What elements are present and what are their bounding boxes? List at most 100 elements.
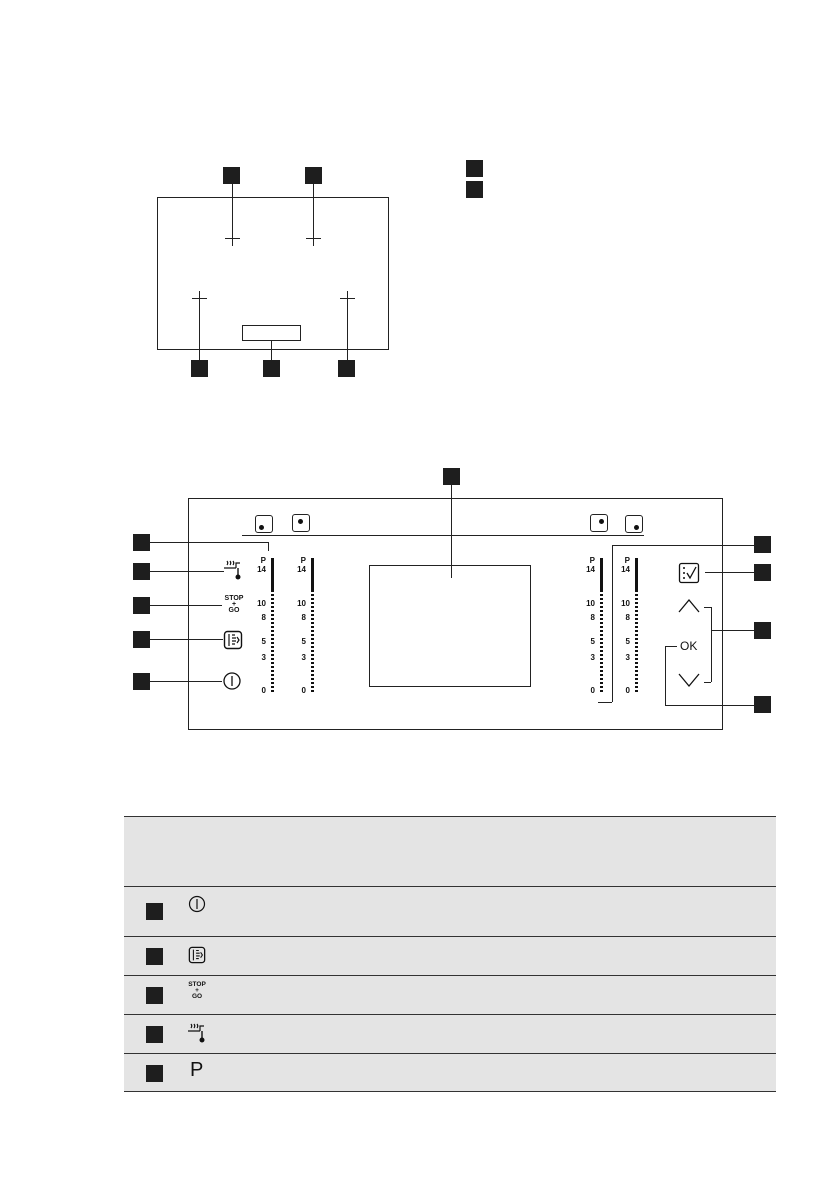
scale-bar-solid bbox=[271, 558, 274, 592]
stop-go-bottom: GO bbox=[228, 607, 240, 614]
leader-line bbox=[612, 545, 754, 546]
scale-label: 10 bbox=[586, 599, 595, 608]
scale-label: 0 bbox=[301, 686, 306, 695]
scale-label: 8 bbox=[301, 613, 306, 622]
scale-label: 10 bbox=[297, 599, 306, 608]
booster-icon[interactable] bbox=[223, 630, 243, 650]
scale-bar-dashed bbox=[635, 594, 638, 692]
legend-marker bbox=[466, 160, 483, 177]
zone-separator bbox=[242, 535, 644, 536]
stop-go-plus: + bbox=[195, 987, 199, 994]
callout-marker bbox=[754, 622, 771, 639]
scale-label: 0 bbox=[261, 686, 266, 695]
timer-check-icon[interactable] bbox=[678, 562, 700, 584]
callout-marker bbox=[754, 564, 771, 581]
keep-warm-icon[interactable] bbox=[223, 559, 245, 581]
callout-marker bbox=[133, 673, 150, 690]
ok-bracket bbox=[665, 646, 666, 705]
cooking-zone-rear-right-marker bbox=[306, 231, 321, 246]
scale-label: 8 bbox=[625, 613, 630, 622]
zone-select-front-right-button[interactable] bbox=[625, 515, 643, 533]
up-arrow-icon[interactable] bbox=[677, 598, 701, 614]
scale-label: 3 bbox=[590, 653, 595, 662]
scale-label: 5 bbox=[590, 637, 595, 646]
hob-display bbox=[242, 325, 301, 341]
scale-label: 10 bbox=[257, 599, 266, 608]
leader-line bbox=[711, 630, 754, 631]
leader-line bbox=[268, 542, 269, 551]
row-marker bbox=[146, 987, 163, 1004]
table-header bbox=[124, 816, 776, 886]
callout-marker bbox=[754, 536, 771, 553]
scale-bar-dashed bbox=[271, 594, 274, 692]
hob-diagram bbox=[0, 0, 839, 400]
callout-marker bbox=[223, 167, 240, 184]
callout-marker bbox=[305, 167, 322, 184]
scale-label: 5 bbox=[261, 637, 266, 646]
zone-select-rear-left-button[interactable] bbox=[292, 514, 310, 532]
callout-marker bbox=[263, 360, 280, 377]
scale-label: 14 bbox=[257, 565, 266, 574]
p-letter-icon: P bbox=[190, 1059, 204, 1081]
scale-label: 3 bbox=[301, 653, 306, 662]
leader-line bbox=[612, 545, 613, 702]
arrow-bracket bbox=[704, 607, 711, 608]
leader-line bbox=[150, 542, 268, 543]
scale-label: 10 bbox=[621, 599, 630, 608]
leader-line bbox=[598, 702, 612, 703]
row-marker bbox=[146, 1026, 163, 1043]
zone-select-front-left-button[interactable] bbox=[255, 515, 273, 533]
panel-outline bbox=[188, 498, 723, 730]
leader-line bbox=[271, 341, 272, 360]
central-display bbox=[369, 565, 531, 687]
leader-line bbox=[150, 605, 222, 606]
scale-label: P bbox=[300, 556, 306, 565]
keep-warm-icon bbox=[188, 1023, 205, 1043]
callout-marker bbox=[133, 631, 150, 648]
ok-bracket bbox=[665, 705, 754, 706]
arrow-bracket bbox=[711, 607, 712, 682]
hob-outline bbox=[157, 197, 389, 350]
table-row bbox=[124, 936, 776, 975]
callout-marker bbox=[754, 696, 771, 713]
scale-bar-solid bbox=[311, 558, 314, 592]
callout-marker bbox=[443, 468, 460, 485]
scale-label: 14 bbox=[621, 565, 630, 574]
power-icon bbox=[188, 895, 206, 913]
ok-bracket bbox=[665, 646, 677, 647]
callout-marker bbox=[133, 534, 150, 551]
power-icon[interactable] bbox=[222, 671, 242, 691]
scale-label: P bbox=[260, 556, 266, 565]
scale-label: 0 bbox=[590, 686, 595, 695]
scale-label: 3 bbox=[261, 653, 266, 662]
table-row bbox=[124, 886, 776, 936]
leader-line bbox=[705, 572, 754, 573]
scale-label: 14 bbox=[586, 565, 595, 574]
row-marker bbox=[146, 1065, 163, 1082]
ok-button[interactable]: OK bbox=[680, 639, 698, 653]
zone-select-rear-right-button[interactable] bbox=[590, 514, 608, 532]
scale-bar-dashed bbox=[600, 594, 603, 692]
leader-line bbox=[150, 681, 222, 682]
callout-marker bbox=[191, 360, 208, 377]
scale-bar-solid bbox=[635, 558, 638, 592]
scale-label: 0 bbox=[625, 686, 630, 695]
leader-line bbox=[199, 305, 200, 360]
row-marker bbox=[146, 948, 163, 965]
down-arrow-icon[interactable] bbox=[677, 672, 701, 688]
leader-line bbox=[313, 184, 314, 231]
row-marker bbox=[146, 903, 163, 920]
scale-bar-solid bbox=[600, 558, 603, 592]
cooking-zone-front-left-marker bbox=[192, 291, 207, 306]
cooking-zone-rear-left-marker bbox=[225, 231, 240, 246]
legend-marker bbox=[466, 181, 483, 198]
stop-go-icon: STOP + GO bbox=[185, 981, 209, 1000]
booster-icon bbox=[188, 946, 206, 964]
stop-go-button[interactable]: STOP + GO bbox=[220, 595, 248, 614]
leader-line bbox=[347, 305, 348, 360]
